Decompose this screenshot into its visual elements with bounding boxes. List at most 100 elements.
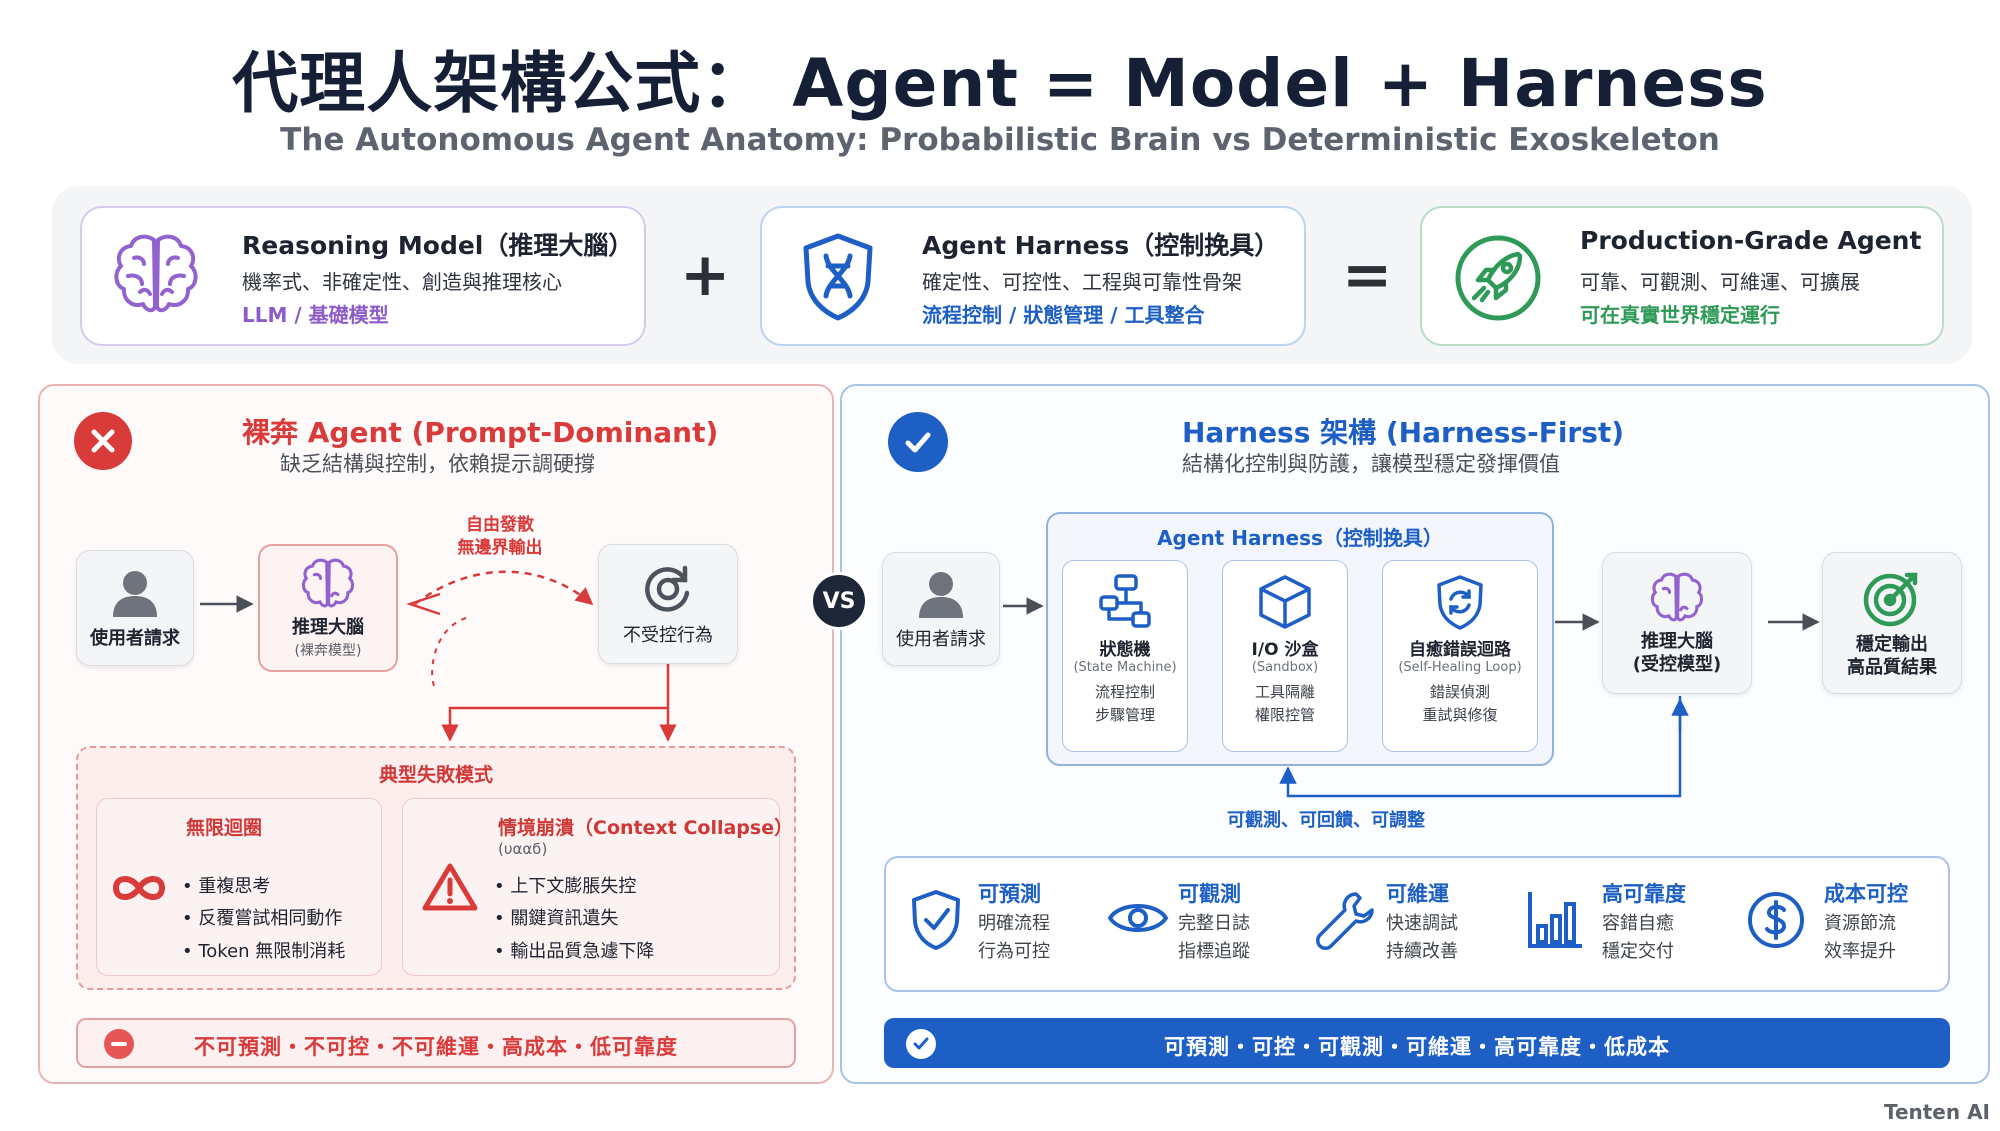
fail-context-note: (υααϭ) bbox=[498, 840, 548, 858]
module-state-machine: 狀態機 (State Machine) 流程控制 步驟管理 bbox=[1062, 560, 1188, 752]
module-3-desc-1: 錯誤偵測 bbox=[1429, 683, 1490, 701]
check-shield-icon bbox=[912, 890, 960, 950]
model-title: Reasoning Model（推理大腦） bbox=[242, 231, 634, 260]
success-badge bbox=[888, 412, 948, 472]
benefit-1-desc-2: 行為可控 bbox=[978, 941, 1050, 962]
module-1-sub: (State Machine) bbox=[1073, 660, 1177, 675]
target-icon bbox=[1863, 572, 1918, 626]
module-1-title: 狀態機 bbox=[1099, 640, 1151, 660]
benefit-1-desc-1: 明確流程 bbox=[978, 913, 1050, 934]
watermark: Tenten AI bbox=[1883, 1100, 1990, 1124]
fail-context-item-1: • 上下文膨脹失控 bbox=[494, 876, 637, 897]
benefit-5-desc-1: 資源節流 bbox=[1824, 913, 1896, 934]
left-summary-text: 不可預測・不可控・不可維運・高成本・低可靠度 bbox=[194, 1035, 678, 1059]
module-2-desc-2: 權限控管 bbox=[1254, 706, 1315, 725]
state-machine-icon bbox=[1099, 574, 1151, 628]
right-user-label: 使用者請求 bbox=[896, 629, 986, 651]
brain-icon bbox=[301, 558, 355, 608]
fail-context-item-2-text: 關鍵資訊遺失 bbox=[510, 908, 619, 929]
cube-icon bbox=[1259, 575, 1311, 629]
fail-loop-item-2-text: 反覆嘗試相同動作 bbox=[198, 908, 343, 929]
failure-modes-title: 典型失敗模式 bbox=[378, 764, 493, 786]
plus-sign: + bbox=[680, 240, 731, 310]
controlled-brain-label: 推理大腦 bbox=[1641, 630, 1713, 652]
module-2-title: I/O 沙盒 bbox=[1251, 640, 1319, 660]
agent-card bbox=[1420, 206, 1944, 346]
page-subtitle: The Autonomous Agent Anatomy: Probabilis… bbox=[280, 122, 1720, 158]
fail-loop-item-2: • 反覆嘗試相同動作 bbox=[182, 908, 343, 929]
benefit-4-desc-1: 容錯自癒 bbox=[1602, 913, 1674, 934]
output-line-2: 高品質結果 bbox=[1847, 657, 1937, 678]
benefits-row bbox=[884, 856, 1950, 992]
user-icon bbox=[919, 572, 963, 619]
module-3-title: 自癒錯誤迴路 bbox=[1409, 640, 1511, 660]
left-brain-label: 推理大腦 bbox=[292, 617, 364, 639]
benefit-2-desc-1: 完整日誌 bbox=[1178, 913, 1250, 934]
uncontrolled-label: 不受控行為 bbox=[623, 625, 713, 647]
model-tag: LLM / 基礎模型 bbox=[242, 299, 389, 328]
benefit-5-desc-2: 效率提升 bbox=[1824, 941, 1896, 962]
module-1-desc-1: 流程控制 bbox=[1094, 683, 1155, 701]
fail-context-item-3-text: 輸出品質急遽下降 bbox=[510, 941, 655, 962]
eye-icon bbox=[1107, 904, 1169, 932]
right-subtitle: 結構化控制與防護，讓模型穩定發揮價值 bbox=[1182, 452, 1560, 476]
right-summary-bar bbox=[884, 1018, 1950, 1068]
left-brain-sub: (裸奔模型) bbox=[294, 642, 362, 659]
benefit-3-desc-1: 快速調試 bbox=[1386, 913, 1458, 934]
agent-tag: 可在真實世界穩定運行 bbox=[1580, 303, 1780, 327]
model-tag-llm: LLM bbox=[242, 303, 288, 327]
error-badge bbox=[74, 412, 132, 470]
vs-badge: VS bbox=[810, 572, 868, 630]
right-title: Harness 架構 (Harness-First) bbox=[1182, 416, 1625, 449]
user-icon bbox=[113, 571, 157, 618]
dollar-icon bbox=[1748, 892, 1804, 948]
free-output-label: 自由發散 無邊界輸出 bbox=[430, 514, 570, 560]
right-summary-text: 可預測・可控・可觀測・可維運・高可靠度・低成本 bbox=[1164, 1035, 1670, 1059]
module-3-sub: (Self-Healing Loop) bbox=[1398, 660, 1522, 675]
harness-container-label: Agent Harness（控制挽具） bbox=[1157, 526, 1443, 550]
fail-card-loop bbox=[96, 798, 382, 976]
close-icon bbox=[91, 429, 115, 453]
bar-check-icon bbox=[906, 1029, 936, 1059]
agent-title: Production-Grade Agent bbox=[1580, 226, 1922, 255]
controlled-brain-node: 推理大腦 (受控模型) bbox=[1602, 552, 1752, 694]
right-user-node: 使用者請求 bbox=[882, 552, 1000, 666]
benefit-3-title: 可維運 bbox=[1386, 882, 1449, 906]
harness-card bbox=[760, 206, 1306, 346]
agent-desc: 可靠、可觀測、可維運、可擴展 bbox=[1580, 270, 1860, 294]
left-user-node: 使用者請求 bbox=[76, 550, 194, 666]
model-tag-base: 基礎模型 bbox=[308, 303, 389, 327]
wrench-icon bbox=[1316, 892, 1374, 950]
module-1-desc-2: 步驟管理 bbox=[1094, 706, 1155, 725]
harness-title: Agent Harness（控制挽具） bbox=[922, 231, 1280, 260]
page-title: 代理人架構公式： Agent = Model + Harness bbox=[232, 45, 1768, 122]
infinity-icon bbox=[112, 876, 166, 900]
fail-loop-item-1-text: 重複思考 bbox=[198, 876, 271, 897]
module-self-healing: 自癒錯誤迴路 (Self-Healing Loop) 錯誤偵測 重試與修復 bbox=[1382, 560, 1538, 752]
module-3-desc-2: 重試與修復 bbox=[1422, 706, 1498, 725]
fail-loop-item-3: • Token 無限制消耗 bbox=[182, 941, 346, 962]
module-2-desc-1: 工具隔離 bbox=[1254, 683, 1315, 701]
fail-loop-title: 無限迴圈 bbox=[186, 817, 263, 839]
brain-icon bbox=[1650, 572, 1704, 622]
model-desc: 機率式、非確定性、創造與推理核心 bbox=[242, 270, 562, 294]
harness-tag: 流程控制 / 狀態管理 / 工具整合 bbox=[922, 303, 1205, 327]
benefit-5-title: 成本可控 bbox=[1824, 882, 1908, 906]
controlled-brain-sub: (受控模型) bbox=[1632, 654, 1722, 675]
rocket-icon bbox=[1455, 235, 1541, 321]
warning-icon bbox=[422, 863, 478, 911]
equals-sign: = bbox=[1342, 240, 1393, 310]
benefit-2-desc-2: 指標追蹤 bbox=[1178, 941, 1250, 962]
minus-icon bbox=[104, 1029, 134, 1059]
fail-context-item-1-text: 上下文膨脹失控 bbox=[510, 876, 637, 897]
free-output-line2: 無邊界輸出 bbox=[457, 537, 543, 558]
fail-loop-item-1: • 重複思考 bbox=[182, 876, 271, 897]
uncontrolled-node: 不受控行為 bbox=[598, 544, 738, 664]
output-node: 穩定輸出 高品質結果 bbox=[1822, 552, 1962, 694]
benefit-4-desc-2: 穩定交付 bbox=[1602, 941, 1674, 962]
harness-desc: 確定性、可控性、工程與可靠性骨架 bbox=[922, 270, 1242, 294]
fail-context-item-3: • 輸出品質急遽下降 bbox=[494, 941, 655, 962]
fail-context-item-2: • 關鍵資訊遺失 bbox=[494, 908, 619, 929]
left-brain-node: 推理大腦 (裸奔模型) bbox=[258, 544, 398, 672]
benefit-2-title: 可觀測 bbox=[1178, 882, 1241, 906]
